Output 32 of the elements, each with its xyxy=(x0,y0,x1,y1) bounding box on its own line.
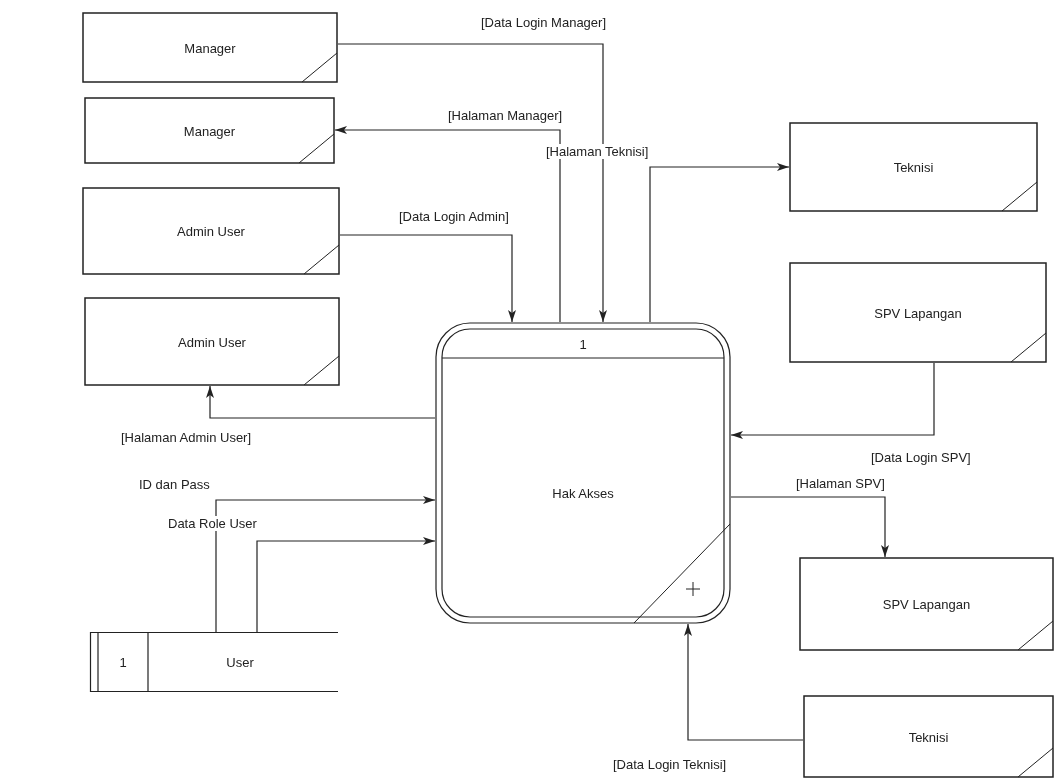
entity-label: Admin User xyxy=(177,223,245,239)
entity-label: Manager xyxy=(183,123,236,138)
entity-label: Teknisi xyxy=(908,729,949,744)
edge-label: [Data Login SPV] xyxy=(870,450,972,465)
data-flow-arrow xyxy=(215,496,436,633)
data-flow-arrow xyxy=(684,623,804,741)
edge-label: [Halaman Teknisi] xyxy=(545,144,650,159)
edge-label: [Data Login Manager] xyxy=(480,15,608,30)
data-flow-arrow xyxy=(206,385,436,419)
store-label: User xyxy=(226,654,254,670)
entity-label: SPV Lapangan xyxy=(874,305,962,320)
edge-label: [Halaman Manager] xyxy=(447,108,564,123)
entity-label: Admin User xyxy=(178,334,246,349)
process-number: 1 xyxy=(579,336,587,352)
data-flow-arrow xyxy=(649,163,790,323)
data-flow-arrow xyxy=(256,537,436,633)
data-flow-arrow xyxy=(337,43,607,323)
data-flow-arrow xyxy=(339,234,516,323)
store-id: 1 xyxy=(119,654,127,670)
edge-label: [Halaman Admin User] xyxy=(120,430,253,445)
entity-label: SPV Lapangan xyxy=(882,596,971,612)
process-label: Hak Akses xyxy=(552,485,614,501)
data-flow-arrow xyxy=(730,496,889,558)
edge-label: [Data Login Teknisi] xyxy=(612,757,728,772)
edge-label: Data Role User xyxy=(167,516,258,531)
edge-label: [Data Login Admin] xyxy=(398,209,510,224)
data-flow-arrow xyxy=(730,362,935,439)
entity-label: Teknisi xyxy=(893,159,934,175)
data-flow-arrow xyxy=(334,126,561,323)
edge-label: ID dan Pass xyxy=(138,477,211,492)
edge-label: [Halaman SPV] xyxy=(795,476,886,491)
entity-label: Manager xyxy=(184,40,236,55)
